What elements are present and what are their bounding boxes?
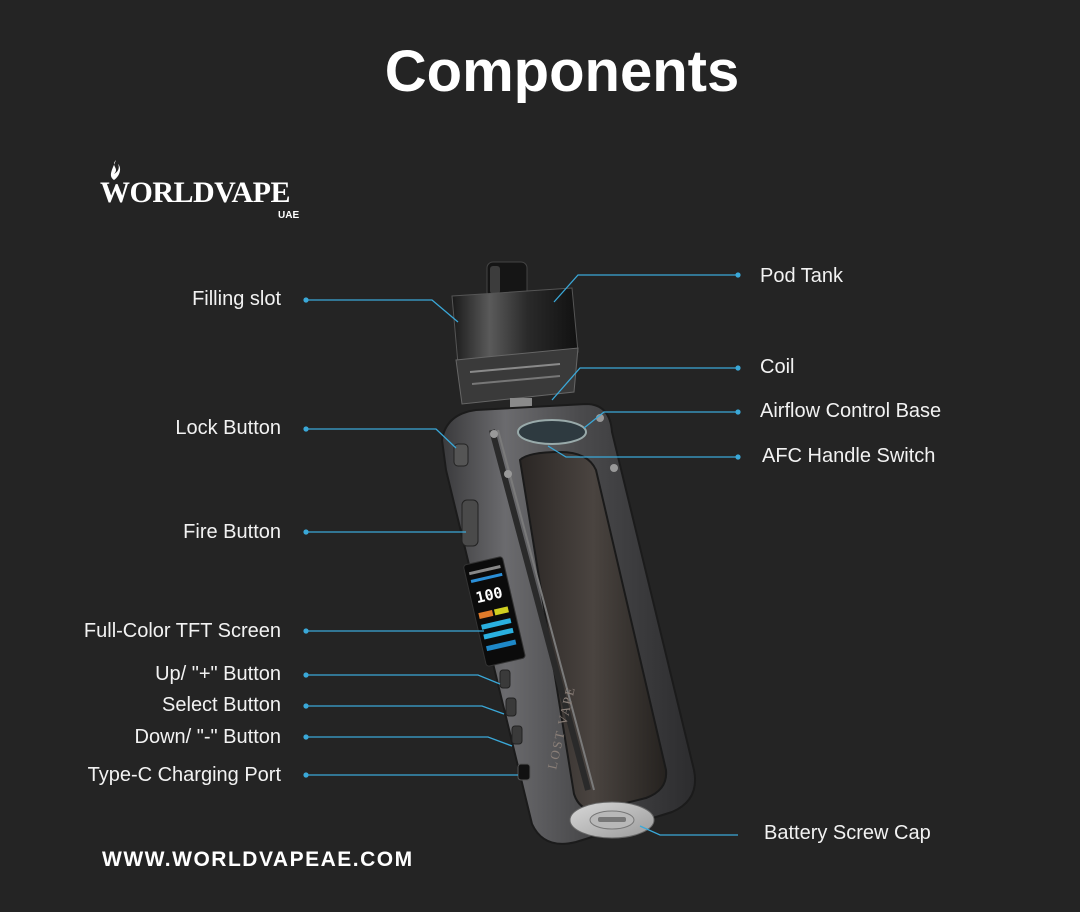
label-battery-cap: Battery Screw Cap [764,822,931,844]
leader-dots [303,272,741,778]
label-typec-port: Type-C Charging Port [87,764,281,786]
flame-icon [110,160,121,180]
label-pod-tank: Pod Tank [760,265,844,287]
label-down-button: Down/ "-" Button [134,726,281,748]
logo-subtitle: UAE [278,210,300,221]
label-select-button: Select Button [162,694,281,716]
leader-lines [306,274,738,836]
screen-value: 100 [474,583,504,607]
label-filling-slot: Filling slot [192,288,281,310]
worldvape-logo: WORLDVAPE UAE [100,160,310,222]
label-tft-screen: Full-Color TFT Screen [83,620,281,642]
device-body: 100 LOST VAPE [440,402,696,845]
label-afc-switch: AFC Handle Switch [762,445,936,467]
logo-wordmark: WORLDVAPE [100,176,290,209]
pod-tank-shape [451,261,579,416]
label-coil: Coil [760,356,795,378]
page-title: Components [384,39,740,104]
label-lock-button: Lock Button [175,417,281,439]
label-up-button: Up/ "+" Button [155,663,281,685]
label-airflow-base: Airflow Control Base [760,400,942,422]
website-url[interactable]: WWW.WORLDVAPEAE.COM [102,848,414,871]
label-fire-button: Fire Button [183,521,281,543]
